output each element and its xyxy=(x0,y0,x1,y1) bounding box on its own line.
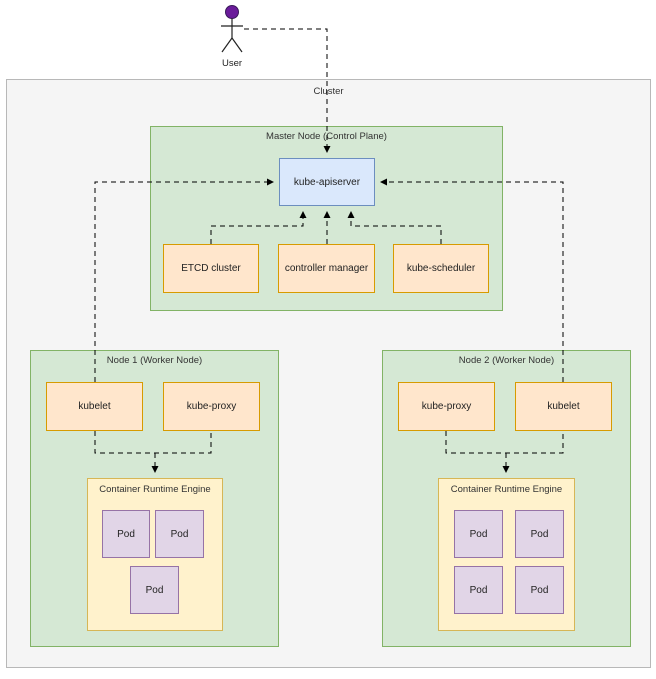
node1-kubelet-box[interactable]: kubelet xyxy=(46,382,143,431)
pod-label: Pod xyxy=(469,584,488,596)
node1-runtime-label: Container Runtime Engine xyxy=(99,484,211,495)
node2-pod[interactable]: Pod xyxy=(454,510,503,558)
master-node-label: Master Node (Control Plane) xyxy=(266,131,387,142)
node2-kubelet-box[interactable]: kubelet xyxy=(515,382,612,431)
cluster-label: Cluster xyxy=(313,86,344,97)
pod-label: Pod xyxy=(469,528,488,540)
kube-scheduler-label: kube-scheduler xyxy=(406,263,476,274)
node2-kubelet-label: kubelet xyxy=(547,401,580,412)
node1-pod[interactable]: Pod xyxy=(102,510,150,558)
user-label: User xyxy=(221,58,243,69)
node1-pod[interactable]: Pod xyxy=(130,566,179,614)
node2-runtime-label: Container Runtime Engine xyxy=(450,484,563,495)
controller-manager-box[interactable]: controller manager xyxy=(278,244,375,293)
etcd-cluster-box[interactable]: ETCD cluster xyxy=(163,244,259,293)
node1-kube-proxy-label: kube-proxy xyxy=(186,401,237,412)
pod-label: Pod xyxy=(117,528,135,540)
pod-label: Pod xyxy=(170,528,189,540)
node2-pod[interactable]: Pod xyxy=(454,566,503,614)
node2-kube-proxy-label: kube-proxy xyxy=(421,401,472,412)
user-icon xyxy=(221,5,243,53)
kube-apiserver-label: kube-apiserver xyxy=(293,176,361,188)
node1-kubelet-label: kubelet xyxy=(78,401,111,412)
pod-label: Pod xyxy=(530,584,549,596)
pod-label: Pod xyxy=(530,528,549,540)
worker-node-1-label: Node 1 (Worker Node) xyxy=(106,355,203,366)
node2-kube-proxy-box[interactable]: kube-proxy xyxy=(398,382,495,431)
kube-apiserver-box[interactable]: kube-apiserver xyxy=(279,158,375,206)
etcd-cluster-label: ETCD cluster xyxy=(181,263,241,274)
node2-pod[interactable]: Pod xyxy=(515,566,564,614)
node2-pod[interactable]: Pod xyxy=(515,510,564,558)
node1-pod[interactable]: Pod xyxy=(155,510,204,558)
worker-node-2-label: Node 2 (Worker Node) xyxy=(458,355,555,366)
node1-kube-proxy-box[interactable]: kube-proxy xyxy=(163,382,260,431)
pod-label: Pod xyxy=(145,584,164,596)
kube-scheduler-box[interactable]: kube-scheduler xyxy=(393,244,489,293)
controller-manager-label: controller manager xyxy=(284,263,369,274)
